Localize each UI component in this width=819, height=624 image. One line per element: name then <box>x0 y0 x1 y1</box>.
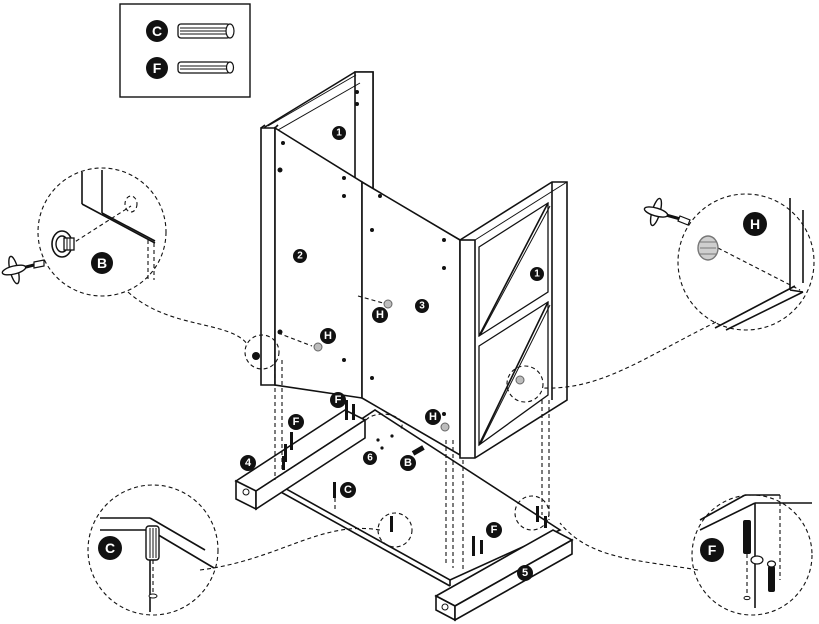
legend-c-badge <box>146 20 168 42</box>
rail-5: 5 <box>434 529 574 622</box>
zoom-dowel-f: F <box>691 494 813 616</box>
dowels-f-left: F <box>282 414 304 470</box>
legend-f-letter: F <box>153 60 162 76</box>
legend-f-badge <box>146 57 168 79</box>
cam-lock-h-panel2: H <box>277 328 336 352</box>
label-badge <box>530 267 544 281</box>
f-label-center: F <box>335 394 342 406</box>
label-badge <box>363 451 377 465</box>
h-label-left: H <box>324 330 332 342</box>
callout-source-left <box>244 334 280 370</box>
alignment-guides <box>274 360 550 570</box>
c-label-zoom: C <box>105 540 115 556</box>
f-label-zoom: F <box>708 542 717 558</box>
h-label-center: H <box>376 309 384 321</box>
b-label-zoom: B <box>97 255 107 271</box>
base-6-label: 6 <box>367 453 373 464</box>
dowels-f-center: F <box>330 392 355 420</box>
b-label-center: B <box>404 457 412 469</box>
panel-1-rear-label: 1 <box>336 128 342 139</box>
screwdriver-right-icon <box>643 197 691 227</box>
panel-2-left: 2 <box>260 124 363 399</box>
panel-3-label: 3 <box>419 301 425 312</box>
cam-bolt-icon <box>51 230 75 258</box>
rail-4: 4 <box>234 409 367 511</box>
legend-c-letter: C <box>152 23 162 39</box>
cam-bolt-zoom-icon <box>750 555 777 592</box>
label-badge <box>332 126 346 140</box>
callout-source-base-right <box>514 495 550 531</box>
panel-1-side: 1 <box>459 181 568 459</box>
dowel-c-center: C <box>333 482 356 510</box>
cam-lock-h-front: H <box>425 409 450 432</box>
callout-source-base-left <box>377 512 413 548</box>
f-label-left: F <box>293 416 300 428</box>
zoom-dowel-c: C <box>87 484 219 616</box>
dowels-f-right-base: F <box>390 506 547 556</box>
cam-lock-icon <box>697 235 719 261</box>
zoom-cam-lock-h: H <box>677 193 815 331</box>
cam-lock-h-panel3: H <box>357 295 393 323</box>
label-badge <box>293 249 307 263</box>
h-label-right: H <box>429 411 437 423</box>
f-label-right: F <box>491 524 498 536</box>
dowel-f-icon <box>177 61 235 74</box>
label-badge <box>415 299 429 313</box>
rail-5-label: 5 <box>522 567 528 579</box>
callout-source-right <box>506 365 544 403</box>
hardware-legend: C F <box>119 3 251 98</box>
rail-4-label: 4 <box>245 457 252 469</box>
panel-1-side-label: 1 <box>534 269 540 280</box>
c-label-center: C <box>344 484 352 496</box>
dowel-c-icon <box>177 23 235 39</box>
screwdriver-left-icon <box>1 255 45 285</box>
dowel-c-zoom-icon <box>145 525 160 561</box>
zoom-cam-bolt-b: B <box>37 167 167 297</box>
panel-2-label: 2 <box>297 251 303 262</box>
h-label-zoom: H <box>750 216 760 232</box>
cam-bolt-b-center: B <box>400 445 425 471</box>
dowel-f-zoom-icon <box>743 520 751 601</box>
